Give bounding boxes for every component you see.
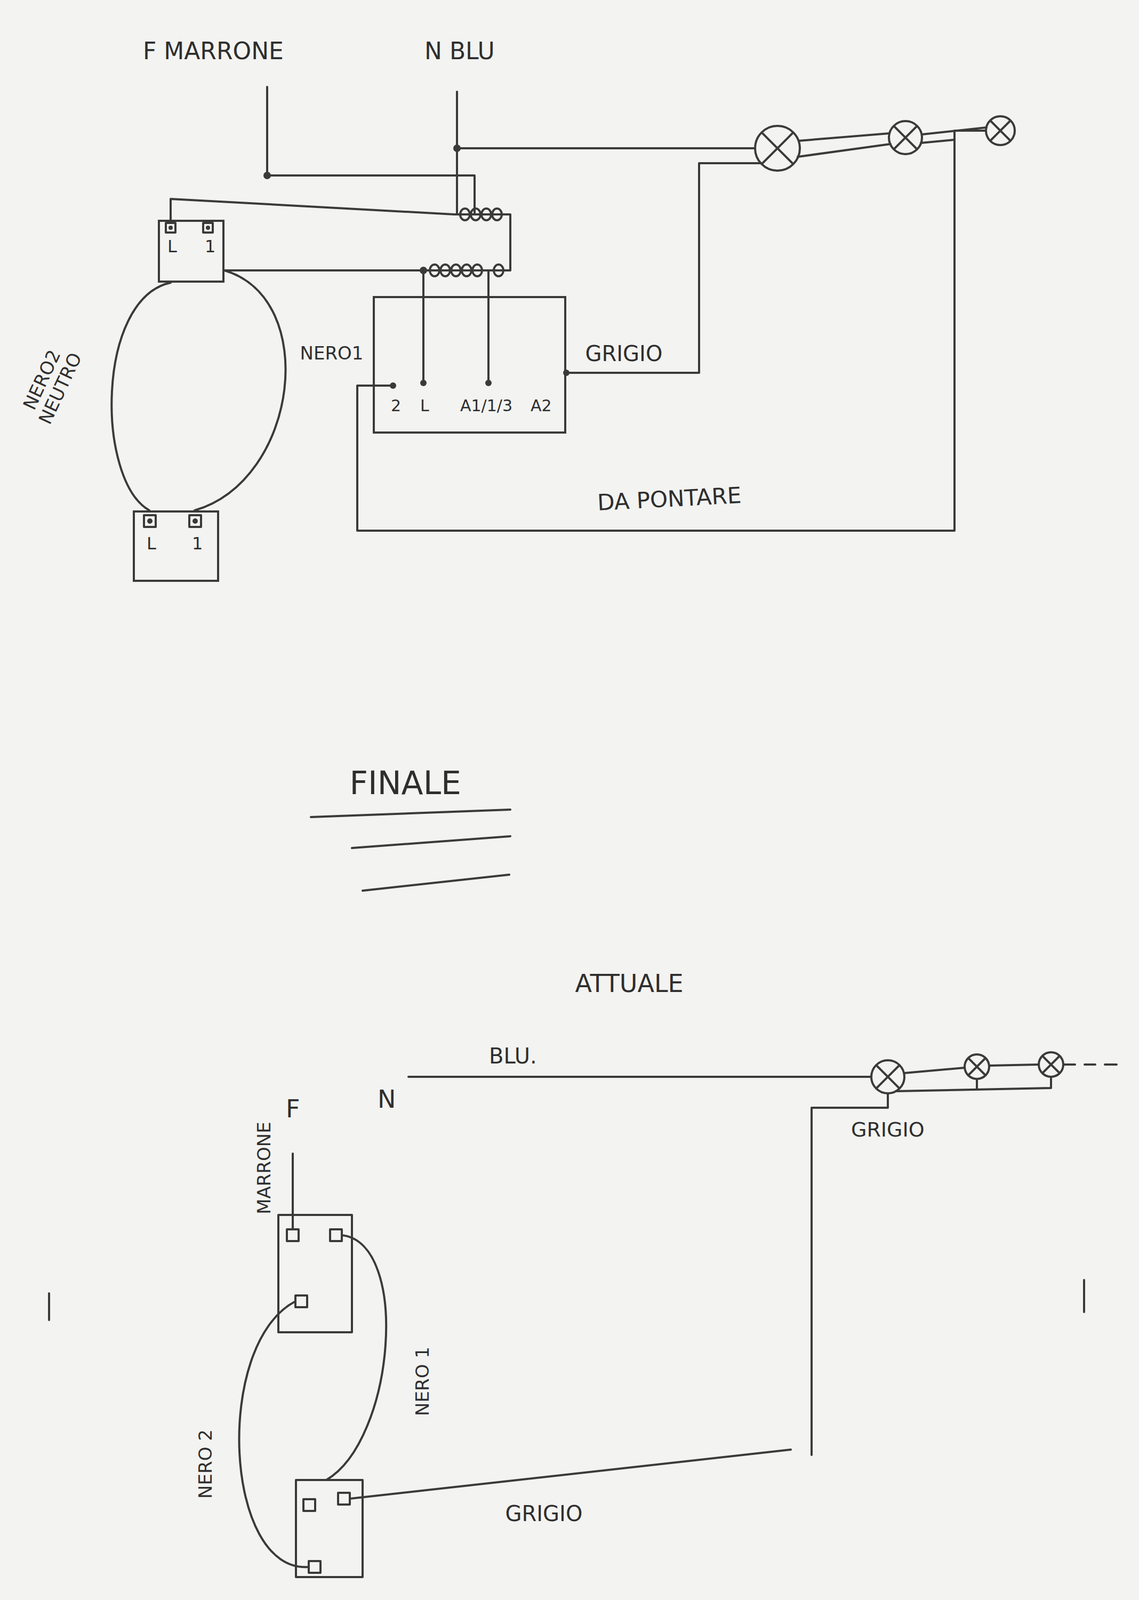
terminal-label: L: [420, 396, 430, 416]
terminal-square: [338, 1492, 350, 1505]
twist-loop: [460, 208, 470, 221]
terminal-label: 1: [191, 533, 203, 554]
twist-loop: [461, 264, 472, 277]
wire-label: GRIGIO: [505, 1501, 583, 1526]
wire-group: [49, 86, 1117, 1577]
wire-connector: [224, 270, 424, 296]
twist-loop: [470, 208, 481, 221]
terminal-square: [189, 515, 202, 527]
wire-label: ATTUALE: [575, 969, 684, 998]
lamp-cross: [894, 126, 917, 149]
lamp-cross: [968, 1058, 985, 1075]
lamp-wire: [895, 1076, 1052, 1092]
relay-wire: [422, 295, 425, 383]
margin-mark: [49, 1279, 1085, 1320]
terminal-square: [308, 1560, 321, 1573]
lamp-cross: [991, 121, 1010, 140]
switch-box: L1: [157, 219, 225, 283]
wire-connector: [111, 282, 171, 511]
wire-color-label: NERO2 NEUTRO: [12, 333, 90, 436]
junction-dot: [453, 144, 461, 152]
terminal-dot: [563, 369, 570, 376]
grey-wire: [566, 163, 761, 373]
terminal-dot: [147, 518, 153, 524]
terminal-label: L: [167, 236, 178, 257]
wire-label: FINALE: [349, 765, 462, 801]
terminal-dot: [205, 225, 211, 230]
phase-wire: [267, 86, 475, 215]
switch-wire: [170, 198, 455, 220]
relay-box: 2L A1/1/3 A2: [372, 295, 567, 434]
continuation-dashes: [1063, 1063, 1117, 1066]
wire-color-label: NERO1: [300, 342, 364, 364]
terminal-dot: [389, 382, 397, 389]
terminal-dot: [485, 379, 492, 387]
twist-loop: [481, 208, 492, 221]
wire-connector: [194, 270, 286, 511]
terminal-label: A1/1/3: [460, 396, 513, 416]
twist-loop: [440, 264, 451, 277]
terminal-label: A2: [530, 396, 552, 416]
grey-wire: [811, 1093, 888, 1455]
terminal-label: 2: [390, 396, 401, 416]
underline-stroke: [310, 809, 511, 891]
switch-box: [295, 1479, 363, 1577]
bridge-wire: [357, 130, 986, 531]
grey-wire: [349, 1449, 791, 1499]
wire-label: N BLU: [424, 37, 495, 64]
terminal-square: [330, 1229, 342, 1241]
lamp-symbol: [755, 125, 800, 171]
lamp-cross: [762, 133, 793, 164]
terminal-dot: [168, 225, 173, 230]
relay-wire: [487, 270, 490, 383]
lamp-symbol: [985, 116, 1015, 146]
lamp-symbol: [871, 1060, 905, 1094]
neutral-wire: [455, 91, 459, 214]
neutral-wire: [456, 147, 756, 150]
lamp-cross: [877, 1065, 899, 1088]
black-wire: [326, 1234, 387, 1480]
wire-label: DA PONTARE: [596, 482, 742, 515]
lamp-symbol: [888, 121, 922, 155]
wire-label: NERO 2: [195, 1429, 216, 1499]
junction-dot: [263, 171, 271, 180]
twist-loop: [429, 264, 440, 277]
switch-box: L1: [132, 510, 220, 582]
lamp-symbol: [964, 1054, 990, 1079]
twist-loop: [472, 264, 483, 277]
terminal-label: 1: [204, 236, 216, 257]
lamp-symbol: [1038, 1052, 1064, 1077]
terminal-square: [295, 1295, 308, 1307]
wire-label: GRIGIO: [851, 1118, 925, 1142]
twist-loop: [451, 264, 461, 277]
terminal-square: [303, 1498, 316, 1511]
twist-loop: [493, 264, 504, 277]
black-wire: [239, 1301, 309, 1567]
terminal-label: L: [146, 533, 157, 554]
neutral-wire: [408, 1075, 872, 1078]
lamp-wire: [797, 127, 987, 157]
phase-wire: [291, 1153, 294, 1230]
wire-label: GRIGIO: [585, 341, 663, 366]
lamp-wire: [904, 1064, 1039, 1073]
wire-label: MARRONE: [253, 1121, 275, 1215]
wire-label: F: [285, 1095, 300, 1124]
switch-box: [278, 1214, 352, 1333]
junction-group: [147, 144, 570, 524]
terminal-square: [286, 1229, 299, 1241]
terminal-square: [165, 222, 176, 233]
wire-label: N: [377, 1085, 396, 1114]
terminal-square: [203, 222, 213, 233]
terminal-dot: [420, 379, 427, 387]
lamp-cross: [1043, 1056, 1060, 1073]
terminal-dot: [192, 518, 198, 524]
twist-loop: [492, 208, 502, 221]
wire-label: F MARRONE: [142, 37, 284, 64]
wire-label: NERO 1: [412, 1346, 433, 1416]
wire-label: BLU.: [488, 1044, 537, 1069]
terminal-square: [143, 515, 156, 527]
twisted-joint: [423, 214, 511, 271]
